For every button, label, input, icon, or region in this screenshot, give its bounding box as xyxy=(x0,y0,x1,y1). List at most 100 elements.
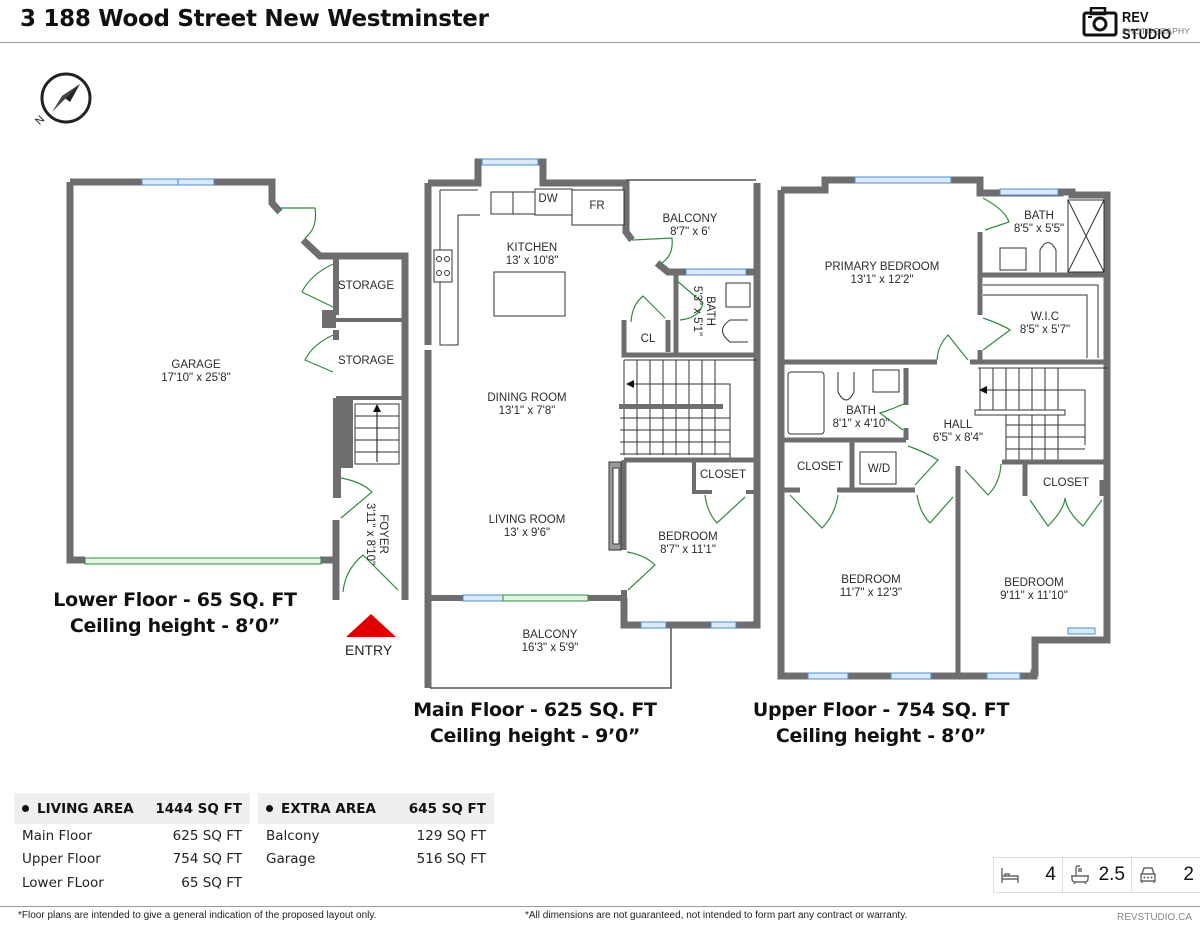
room-cl-name: CL xyxy=(641,333,656,345)
room-balcony-upper-name: BALCONY xyxy=(663,213,718,225)
page-title: 3 188 Wood Street New Westminster xyxy=(20,6,489,32)
main-floor-ceiling: Ceiling height - 9’0” xyxy=(429,725,641,747)
room-bath-upper-dims: 8'1" x 4'10" xyxy=(833,418,890,430)
extra-area-label: EXTRA AREA xyxy=(281,800,376,817)
bullet-icon xyxy=(22,805,29,812)
living-area-label: LIVING AREA xyxy=(37,800,134,817)
room-storage-2-name: STORAGE xyxy=(338,355,394,367)
bathrooms-count: 2.5 xyxy=(1098,864,1125,885)
fixture-fridge: FR xyxy=(589,200,604,212)
lower-floor-plan xyxy=(66,178,409,600)
main-floor-plan xyxy=(424,158,761,689)
room-bath-main-dims: 5'3" x 5'1" xyxy=(691,286,703,336)
room-labels: GARAGE 17'10" x 25'8" STORAGE STORAGE FO… xyxy=(161,193,1089,654)
living-area-table: LIVING AREA 1444 SQ FT Main Floor 625 SQ … xyxy=(14,793,250,895)
room-balcony-lower-dims: 16'3" x 5'9" xyxy=(522,642,579,654)
upper-floor-ceiling: Ceiling height - 8’0” xyxy=(775,725,987,747)
room-bedroom-main-dims: 8'7" x 11'1" xyxy=(660,544,716,556)
room-garage-name: GARAGE xyxy=(171,359,221,371)
upper-floor-plan xyxy=(777,176,1111,680)
room-bedroom-upper-2-dims: 9'11" x 11'10" xyxy=(1000,590,1068,602)
row-label: Lower FLoor xyxy=(22,874,104,891)
footnote-right: *All dimensions are not guaranteed, not … xyxy=(525,910,908,921)
car-icon xyxy=(1140,867,1156,883)
logo-subtitle: PHOTOGRAPHY xyxy=(1122,26,1191,36)
logo-brand: REV STUDIO xyxy=(1122,9,1172,43)
table-row: Upper Floor 754 SQ FT xyxy=(14,848,250,872)
bedrooms-stat: 4 xyxy=(994,858,1063,892)
row-value: 129 SQ FT xyxy=(416,827,486,844)
room-living-dims: 13' x 9'6" xyxy=(504,527,550,539)
room-garage-dims: 17'10" x 25'8" xyxy=(161,372,230,384)
table-row: Lower FLoor 65 SQ FT xyxy=(14,871,250,895)
upper-floor-area: Upper Floor - 754 SQ. FT xyxy=(752,699,1010,721)
header-divider xyxy=(0,42,1200,43)
room-primary-bedroom-name: PRIMARY BEDROOM xyxy=(825,261,940,273)
room-foyer-dims: 3'11" x 8'10" xyxy=(364,503,376,565)
row-value: 516 SQ FT xyxy=(416,851,486,868)
room-wd-name: W/D xyxy=(868,463,890,475)
upper-floor-caption: Upper Floor - 754 SQ. FT Ceiling height … xyxy=(746,697,1016,749)
room-closet-upper-2-name: CLOSET xyxy=(1043,477,1089,489)
row-value: 625 SQ FT xyxy=(172,827,242,844)
row-label: Upper Floor xyxy=(22,851,101,868)
row-value: 65 SQ FT xyxy=(181,874,242,891)
room-foyer-name: FOYER xyxy=(377,514,389,554)
lower-floor-caption: Lower Floor - 65 SQ. FT Ceiling height -… xyxy=(40,587,310,639)
svg-text:N: N xyxy=(33,114,47,128)
room-primary-bedroom-dims: 13'1" x 12'2" xyxy=(850,274,913,286)
parking-count: 2 xyxy=(1183,864,1194,885)
row-label: Main Floor xyxy=(22,827,93,844)
fixture-dishwasher: DW xyxy=(538,193,557,205)
living-area-header: LIVING AREA 1444 SQ FT xyxy=(14,793,250,824)
room-bedroom-upper-1-name: BEDROOM xyxy=(841,574,900,586)
living-area-total: 1444 SQ FT xyxy=(155,800,242,817)
bedrooms-count: 4 xyxy=(1045,864,1056,885)
entry-label: ENTRY xyxy=(345,642,393,658)
row-label: Garage xyxy=(266,851,316,868)
compass-icon: N xyxy=(33,72,92,128)
table-row: Balcony 129 SQ FT xyxy=(258,824,494,848)
bathrooms-stat: 2.5 xyxy=(1063,858,1132,892)
room-ensuite-dims: 8'5" x 5'5" xyxy=(1014,223,1064,235)
room-storage-1-name: STORAGE xyxy=(338,280,394,292)
room-ensuite-name: BATH xyxy=(1024,210,1054,222)
room-wic-dims: 8'5" x 5'7" xyxy=(1020,324,1070,336)
room-kitchen-name: KITCHEN xyxy=(507,242,557,254)
room-balcony-upper-dims: 8'7" x 6' xyxy=(670,226,710,238)
footnote-left: *Floor plans are intended to give a gene… xyxy=(18,910,377,921)
bed-icon xyxy=(1001,868,1019,883)
room-kitchen-dims: 13' x 10'8" xyxy=(506,255,559,267)
room-hall-name: HALL xyxy=(944,419,973,431)
room-closet-upper-1-name: CLOSET xyxy=(797,461,843,473)
row-label: Balcony xyxy=(266,827,320,844)
room-bedroom-upper-1-dims: 11'7" x 12'3" xyxy=(840,587,902,599)
parking-stat: 2 xyxy=(1132,858,1200,892)
extra-area-table: EXTRA AREA 645 SQ FT Balcony 129 SQ FT Ga… xyxy=(258,793,494,871)
lower-floor-area: Lower Floor - 65 SQ. FT xyxy=(53,589,297,611)
room-bedroom-upper-2-name: BEDROOM xyxy=(1004,577,1063,589)
room-bedroom-main-name: BEDROOM xyxy=(658,531,717,543)
main-floor-caption: Main Floor - 625 SQ. FT Ceiling height -… xyxy=(400,697,670,749)
room-closet-main-name: CLOSET xyxy=(700,469,746,481)
room-balcony-lower-name: BALCONY xyxy=(523,629,578,641)
room-dining-dims: 13'1" x 7'8" xyxy=(499,405,556,417)
entry-arrow-icon xyxy=(346,614,396,637)
property-stats: 4 2.5 2 xyxy=(993,857,1200,893)
room-living-name: LIVING ROOM xyxy=(489,514,566,526)
table-row: Garage 516 SQ FT xyxy=(258,848,494,872)
lower-floor-ceiling: Ceiling height - 8’0” xyxy=(69,615,281,637)
room-bath-main-name: BATH xyxy=(704,296,716,326)
row-value: 754 SQ FT xyxy=(172,851,242,868)
table-row: Main Floor 625 SQ FT xyxy=(14,824,250,848)
room-wic-name: W.I.C xyxy=(1031,311,1059,323)
footer-divider xyxy=(0,906,1200,907)
bathtub-icon xyxy=(1071,865,1089,885)
extra-area-total: 645 SQ FT xyxy=(408,800,486,817)
rev-studio-logo: REV STUDIO PHOTOGRAPHY xyxy=(1082,7,1194,43)
room-dining-name: DINING ROOM xyxy=(487,392,566,404)
bullet-icon xyxy=(266,805,273,812)
room-bath-upper-name: BATH xyxy=(846,405,876,417)
main-floor-area: Main Floor - 625 SQ. FT xyxy=(413,699,657,721)
site-url: REVSTUDIO.CA xyxy=(1116,912,1192,923)
